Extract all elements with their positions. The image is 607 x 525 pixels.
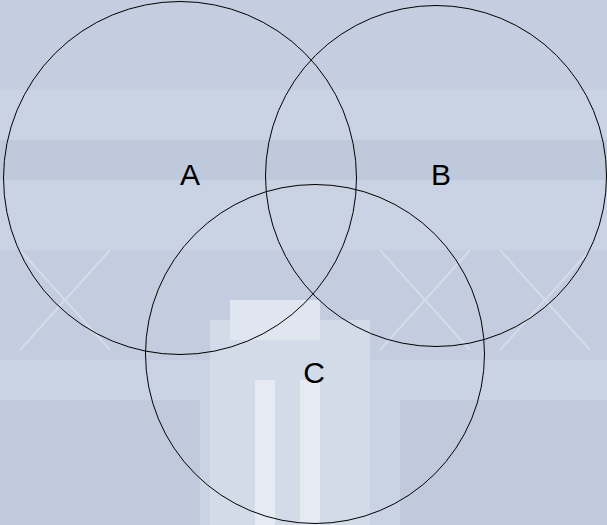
venn-circle: A xyxy=(3,1,357,355)
circle-outline xyxy=(145,184,485,524)
tower-pillar xyxy=(255,380,275,525)
set-label: B xyxy=(431,158,451,191)
ground-left xyxy=(0,400,200,525)
tower-top xyxy=(230,300,320,340)
ground-right xyxy=(400,400,607,525)
tower-structure xyxy=(210,320,370,525)
set-label: C xyxy=(303,356,325,389)
circle-outline-path xyxy=(266,6,607,347)
tower-pillar xyxy=(300,380,320,525)
venn-circle: B xyxy=(265,5,607,347)
scaffold-lines xyxy=(20,250,590,350)
sky-band xyxy=(0,0,607,90)
roof-band xyxy=(0,140,607,180)
circle-outline-path xyxy=(146,185,485,524)
venn-circle: C xyxy=(145,184,485,524)
circle-outline-path xyxy=(4,2,357,355)
set-label: A xyxy=(180,158,200,191)
